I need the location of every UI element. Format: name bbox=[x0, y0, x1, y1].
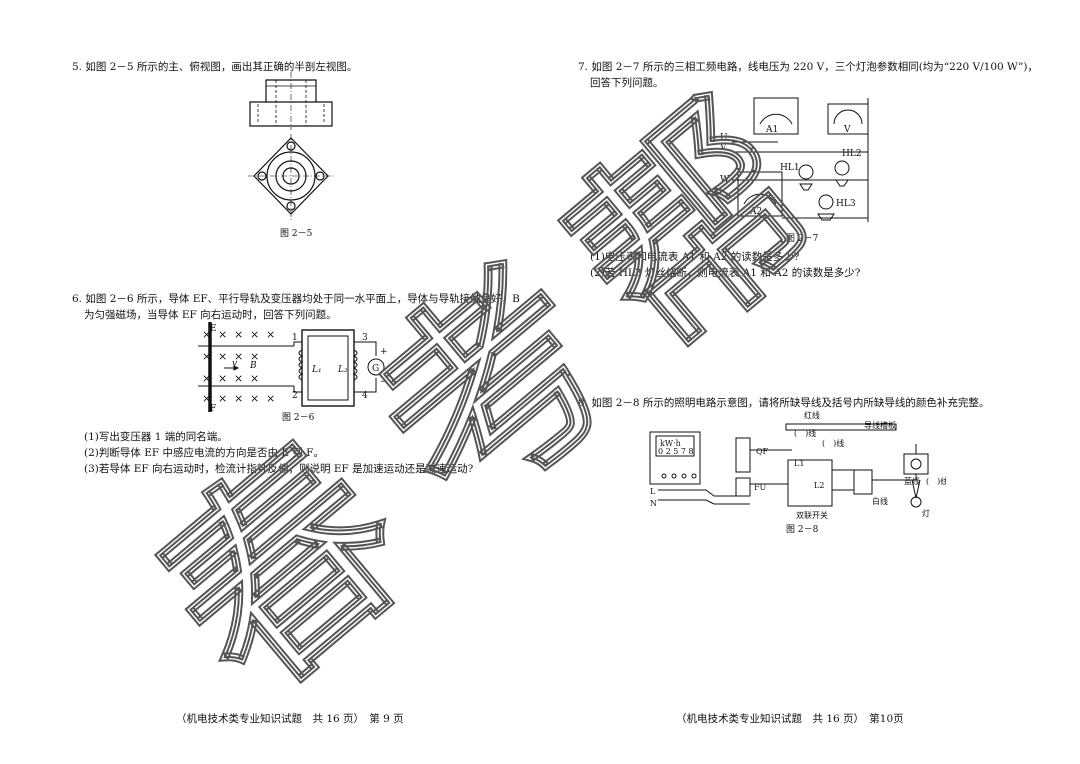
svg-text:( )线: ( )线 bbox=[794, 428, 816, 438]
svg-text:红线: 红线 bbox=[804, 410, 820, 420]
svg-text:3: 3 bbox=[362, 333, 368, 343]
svg-text:A2: A2 bbox=[749, 207, 762, 217]
svg-text:L: L bbox=[650, 487, 656, 496]
q7-line2: 回答下列问题。 bbox=[590, 77, 664, 89]
svg-text:×: × bbox=[250, 328, 259, 341]
svg-text:V: V bbox=[719, 143, 727, 153]
q5-caption: 图 2－5 bbox=[280, 229, 313, 239]
svg-text:导线槽板: 导线槽板 bbox=[864, 420, 896, 430]
svg-text:×: × bbox=[234, 328, 243, 341]
q6-sub3: (3)若导体 EF 向右运动时，检流计指针反偏，则说明 EF 是加速运动还是减速… bbox=[84, 463, 474, 475]
q6-sub2: (2)判断导体 EF 中感应电流的方向是否由 E 到 F。 bbox=[84, 447, 324, 459]
svg-text:+: + bbox=[380, 347, 388, 357]
q7-line1: 7. 如图 2－7 所示的三相工频电路，线电压为 220 V，三个灯泡参数相同(… bbox=[578, 61, 1038, 73]
svg-text:×: × bbox=[234, 372, 243, 385]
q8-caption: 图 2－8 bbox=[786, 525, 819, 535]
svg-text:双联开关: 双联开关 bbox=[796, 510, 828, 520]
svg-text:×: × bbox=[218, 328, 227, 341]
svg-text:−: − bbox=[380, 377, 388, 387]
q6-sub1: (1)写出变压器 1 端的同名端。 bbox=[84, 431, 228, 443]
svg-text:×: × bbox=[218, 392, 227, 405]
left-footer: （机电技术类专业知识试题 共 16 页） 第 9 页 bbox=[176, 713, 404, 725]
label-f: F bbox=[210, 404, 216, 412]
svg-text:白线: 白线 bbox=[872, 496, 888, 506]
svg-text:L1: L1 bbox=[794, 459, 804, 468]
svg-text:0 2 5 7 8: 0 2 5 7 8 bbox=[658, 447, 694, 456]
svg-text:×: × bbox=[234, 392, 243, 405]
svg-text:L2: L2 bbox=[814, 481, 824, 490]
svg-text:v: v bbox=[232, 359, 237, 369]
svg-text:×: × bbox=[202, 350, 211, 363]
figure-2-6: × × × × × × × × × × × × × × × × × × E F v B 1 2 3 4 L₁… bbox=[198, 322, 388, 412]
svg-text:×: × bbox=[266, 328, 275, 341]
q7-sub2: (2)若 HL3 灯丝烧断，则电流表 A1 和 A2 的读数是多少? bbox=[590, 267, 861, 279]
svg-text:×: × bbox=[250, 392, 259, 405]
q6-caption: 图 2－6 bbox=[282, 413, 315, 423]
svg-text:×: × bbox=[250, 350, 259, 363]
svg-text:灯: 灯 bbox=[922, 508, 930, 518]
svg-text:U: U bbox=[720, 133, 728, 143]
q6-line1: 6. 如图 2－6 所示，导体 EF、平行导轨及变压器均处于同一水平面上，导体与… bbox=[72, 293, 520, 305]
svg-text:×: × bbox=[266, 392, 275, 405]
figure-2-8: kW·h 0 2 5 7 8 QF FU L N L1 L2 红线 ( )线 (… bbox=[649, 410, 946, 520]
svg-text:V: V bbox=[843, 125, 851, 135]
svg-text:×: × bbox=[250, 372, 259, 385]
svg-text:L₁: L₁ bbox=[311, 365, 322, 375]
svg-text:HL2: HL2 bbox=[842, 149, 862, 159]
svg-text:QF: QF bbox=[756, 447, 769, 456]
svg-text:2: 2 bbox=[292, 391, 298, 401]
figure-2-5 bbox=[248, 72, 334, 220]
svg-text:FU: FU bbox=[754, 483, 767, 492]
svg-text:kW·h: kW·h bbox=[660, 439, 681, 448]
svg-text:蓝线: 蓝线 bbox=[904, 476, 920, 486]
svg-text:G: G bbox=[372, 364, 379, 374]
q7-sub1: (1)电压表和电流表 A1 和 A2 的读数是多少? bbox=[590, 251, 800, 263]
q8-text: 8. 如图 2－8 所示的照明电路示意图，请将所缺导线及括号内所缺导线的颜色补充… bbox=[578, 397, 990, 409]
right-footer: （机电技术类专业知识试题 共 16 页） 第10页 bbox=[676, 713, 904, 725]
q5-text: 5. 如图 2－5 所示的主、俯视图，画出其正确的半剖左视图。 bbox=[72, 61, 358, 73]
svg-text:×: × bbox=[202, 328, 211, 341]
svg-text:×: × bbox=[202, 392, 211, 405]
svg-text:HL1: HL1 bbox=[780, 163, 800, 173]
svg-text:×: × bbox=[218, 350, 227, 363]
svg-text:( )线: ( )线 bbox=[926, 476, 946, 486]
svg-text:×: × bbox=[234, 350, 243, 363]
svg-text:1: 1 bbox=[292, 333, 298, 343]
svg-text:N: N bbox=[650, 499, 657, 508]
svg-text:A1: A1 bbox=[765, 125, 778, 135]
q7-caption: 图 2－7 bbox=[786, 234, 819, 244]
q6-line2: 为匀强磁场，当导体 EF 向右运动时，回答下列问题。 bbox=[84, 309, 337, 321]
svg-text:HL3: HL3 bbox=[836, 199, 856, 209]
label-e: E bbox=[210, 324, 217, 334]
svg-text:4: 4 bbox=[362, 391, 368, 401]
svg-text:×: × bbox=[218, 372, 227, 385]
svg-text:×: × bbox=[202, 372, 211, 385]
svg-text:L₂: L₂ bbox=[337, 365, 348, 375]
figure-2-7: U V W A1 V A2 HL1 HL2 HL3 bbox=[719, 97, 869, 222]
svg-text:W: W bbox=[720, 175, 730, 185]
svg-text:( )线: ( )线 bbox=[822, 438, 844, 448]
svg-text:B: B bbox=[249, 361, 257, 371]
